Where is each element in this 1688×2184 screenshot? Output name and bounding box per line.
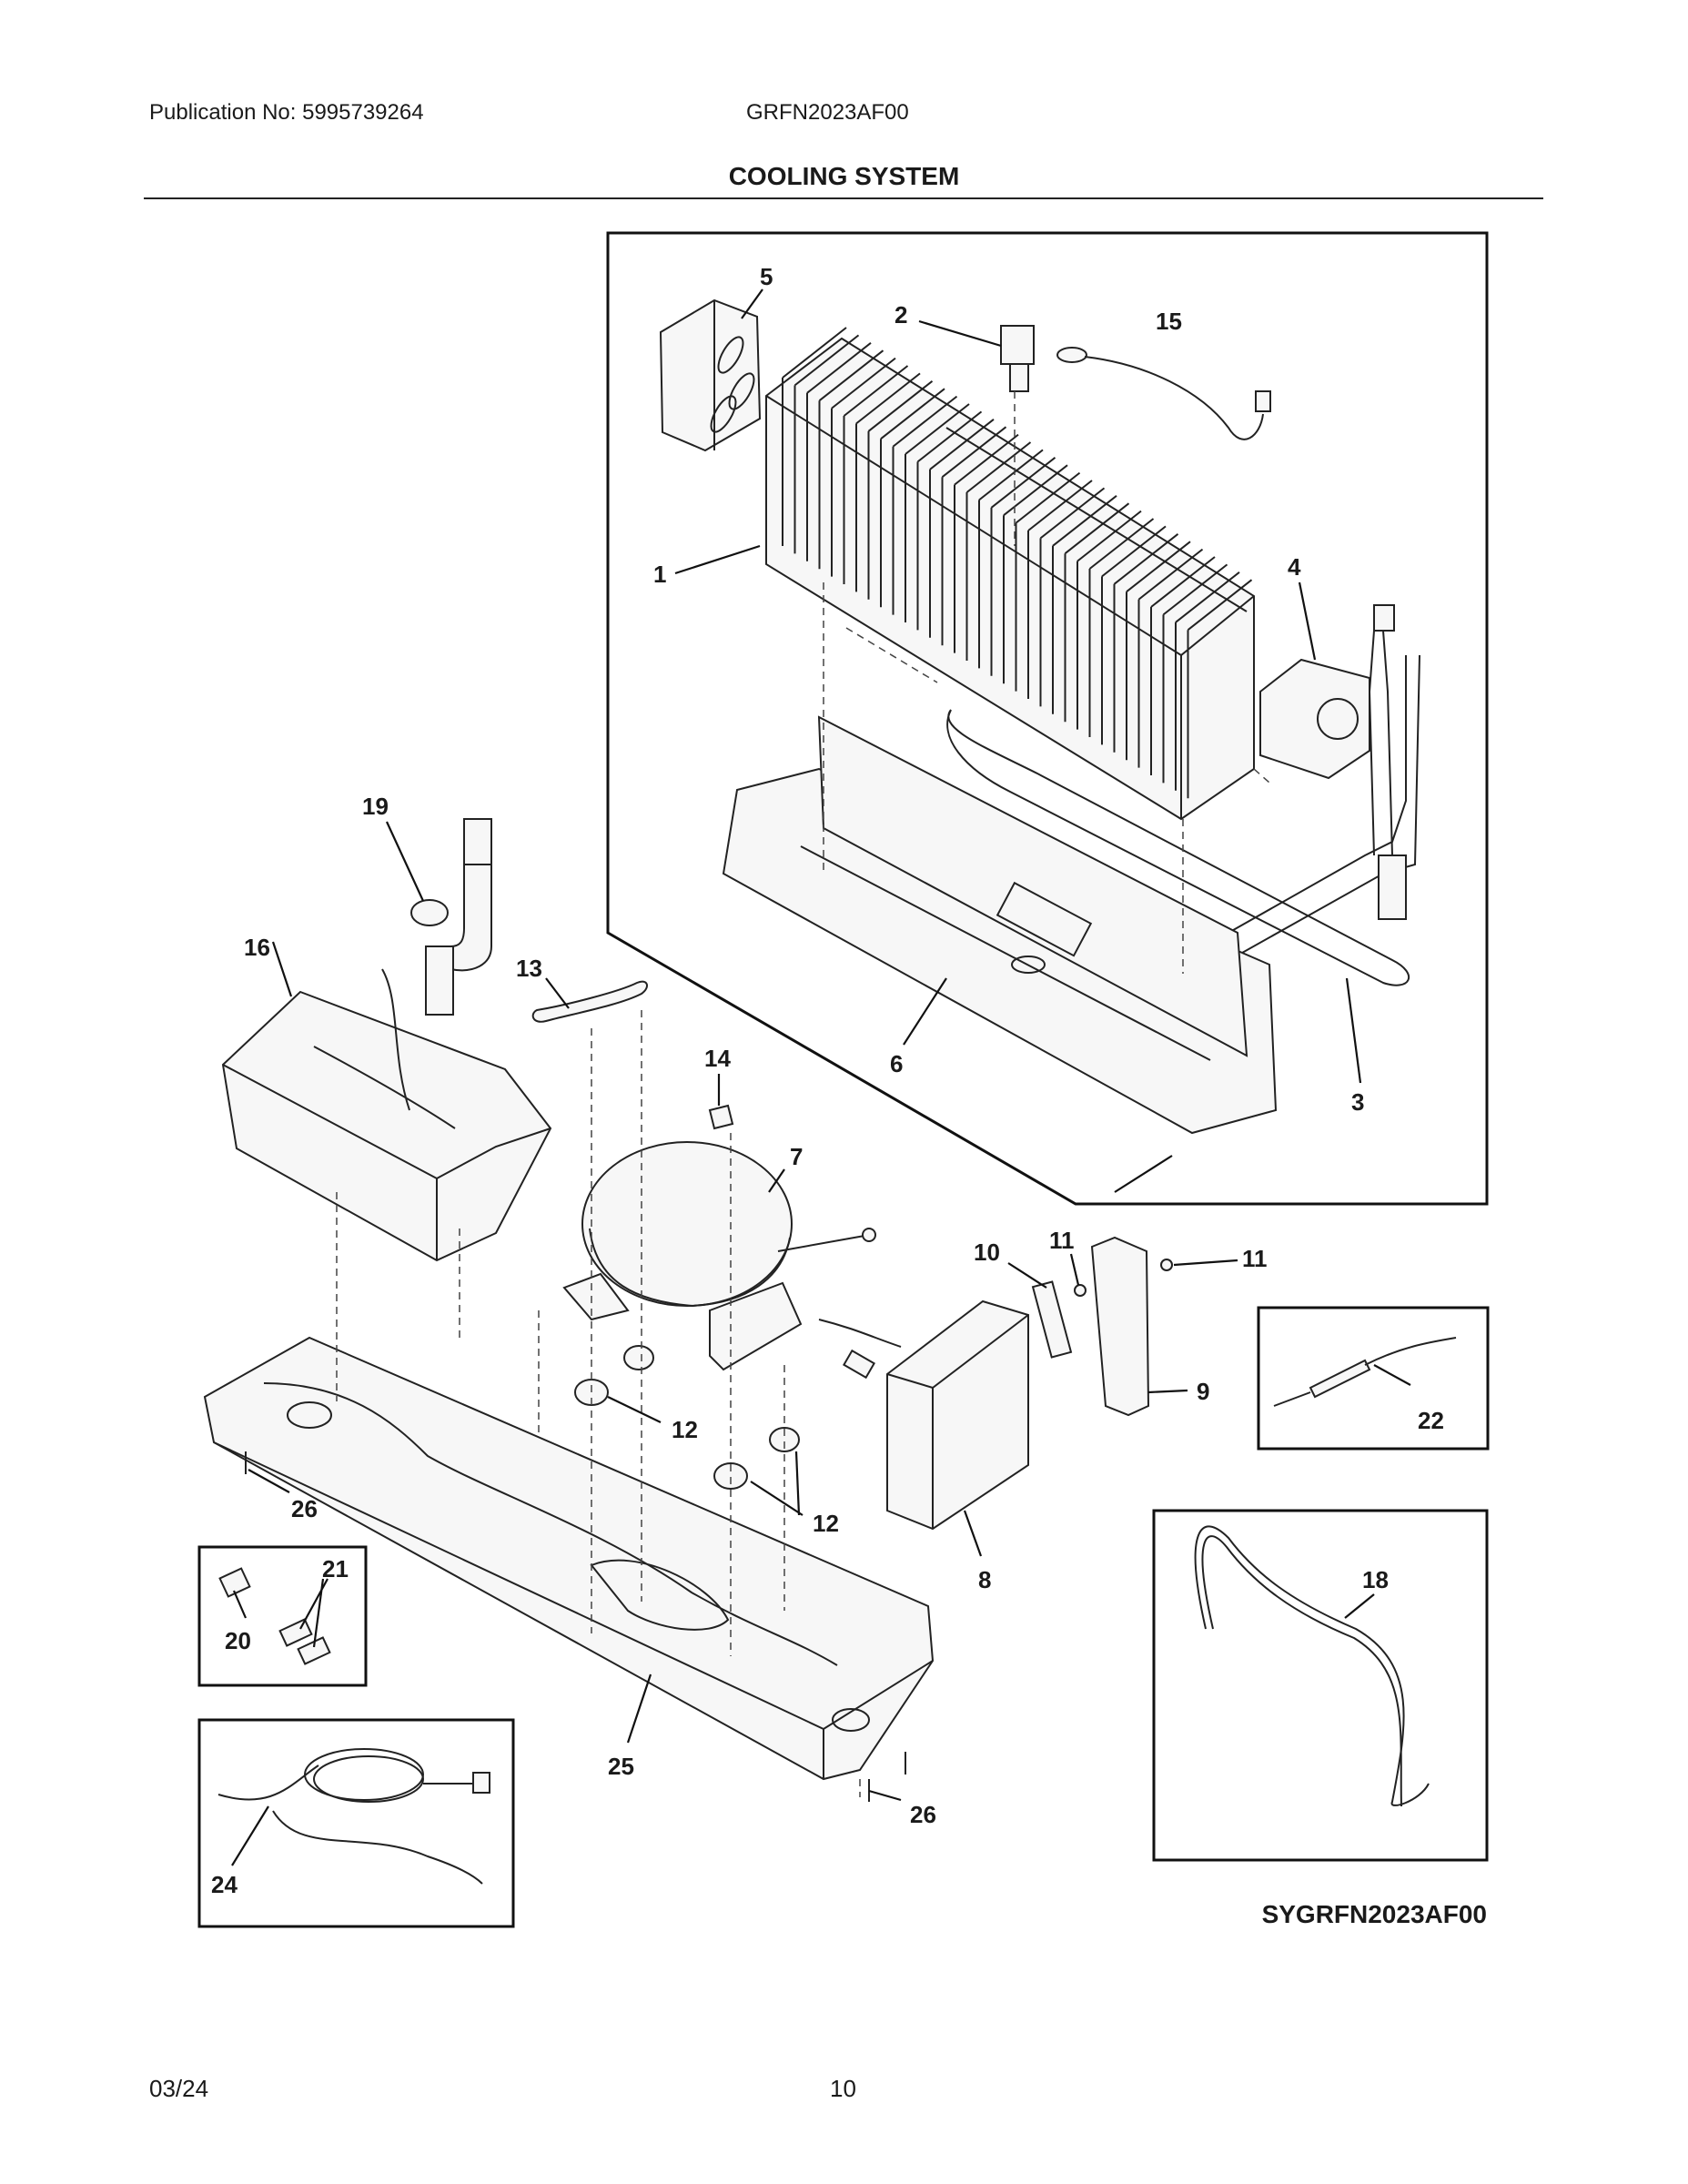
inverter-control-box xyxy=(818,1299,1029,1531)
evaporator-fin xyxy=(1052,495,1117,714)
assembly-guide-lines xyxy=(336,391,1270,1797)
tube-connectors xyxy=(218,1567,331,1665)
callout-16: 16 xyxy=(244,934,270,961)
evaporator-fin xyxy=(1064,502,1130,723)
power-cord-harness xyxy=(217,1748,490,1885)
callout-9: 9 xyxy=(1197,1378,1209,1405)
callout-4: 4 xyxy=(1288,553,1301,581)
callout-7: 7 xyxy=(790,1143,803,1170)
callout-5: 5 xyxy=(760,263,773,290)
parts-kit-inset-20-21 xyxy=(197,1545,368,1687)
page-title: COOLING SYSTEM xyxy=(728,162,960,190)
evaporator-fin xyxy=(1175,571,1240,791)
evaporator-fin xyxy=(1126,541,1191,761)
evaporator-drain-trough xyxy=(722,715,1278,1135)
model-number: GRFN2023AF00 xyxy=(746,100,909,125)
callout-1: 1 xyxy=(653,561,666,588)
drain-pan-assembly xyxy=(221,968,552,1262)
callout-12-lower: 12 xyxy=(813,1510,839,1537)
evaporator-fin xyxy=(1039,487,1106,707)
evaporator-fin xyxy=(1076,510,1142,730)
callout-10: 10 xyxy=(974,1239,1000,1266)
callout-18: 18 xyxy=(1362,1566,1389,1593)
evaporator-coil xyxy=(765,327,1255,821)
evaporator-fin xyxy=(1150,556,1216,775)
callout-2: 2 xyxy=(895,301,907,329)
drier-inset xyxy=(1257,1306,1490,1451)
publication-number: Publication No: 5995739264 xyxy=(149,100,424,125)
callout-19: 19 xyxy=(362,793,389,820)
evaporator-fin xyxy=(1101,525,1167,745)
diagram-code: SYGRFN2023AF00 xyxy=(1262,1900,1487,1928)
connecting-tube xyxy=(1194,1525,1430,1807)
callout-12-upper: 12 xyxy=(672,1416,698,1443)
drain-tube xyxy=(410,818,492,1016)
evaporator-fin xyxy=(1088,518,1155,737)
small-clip xyxy=(708,1104,734,1130)
callout-11-left: 11 xyxy=(1049,1227,1075,1254)
callout-14: 14 xyxy=(704,1045,731,1072)
callout-11-right: 11 xyxy=(1242,1245,1268,1272)
evaporator-assembly-frame xyxy=(606,231,1489,1206)
callout-3: 3 xyxy=(1351,1088,1364,1116)
wiring-harness-inset xyxy=(197,1718,515,1928)
revision-date: 03/24 xyxy=(149,2075,209,2102)
evaporator-fin xyxy=(1137,548,1204,768)
base-screws xyxy=(245,1451,906,1802)
machine-compartment-base xyxy=(203,1336,935,1781)
callout-13: 13 xyxy=(516,955,542,982)
tube-inset xyxy=(1152,1509,1489,1862)
temperature-sensor-wire xyxy=(1056,347,1271,440)
callout-leaders xyxy=(231,288,1411,1866)
header-divider xyxy=(144,197,1543,199)
fan-motor-clip xyxy=(1000,325,1035,392)
terminal-block xyxy=(1031,1280,1073,1359)
fan-shroud xyxy=(659,298,762,452)
evaporator-fin xyxy=(1162,563,1228,784)
compressor xyxy=(562,1141,876,1371)
tube-clip xyxy=(531,980,648,1023)
inverter-bracket xyxy=(1090,1236,1150,1417)
callout-20: 20 xyxy=(225,1627,251,1654)
callout-25: 25 xyxy=(608,1753,634,1780)
callout-26-right: 26 xyxy=(910,1801,936,1828)
callout-22: 22 xyxy=(1418,1407,1444,1434)
defrost-thermostat xyxy=(1259,604,1407,920)
callout-15: 15 xyxy=(1156,308,1182,335)
evaporator-fin xyxy=(1113,533,1179,753)
page-number: 10 xyxy=(830,2075,856,2102)
callout-24: 24 xyxy=(211,1871,238,1898)
screws xyxy=(1074,1259,1173,1297)
callout-6: 6 xyxy=(890,1050,903,1077)
callout-21: 21 xyxy=(322,1555,349,1582)
callout-26-left: 26 xyxy=(291,1495,318,1522)
callout-8: 8 xyxy=(978,1566,991,1593)
filter-drier xyxy=(1273,1337,1457,1407)
rubber-grommets xyxy=(574,1345,800,1490)
evaporator-fin xyxy=(1187,579,1253,799)
